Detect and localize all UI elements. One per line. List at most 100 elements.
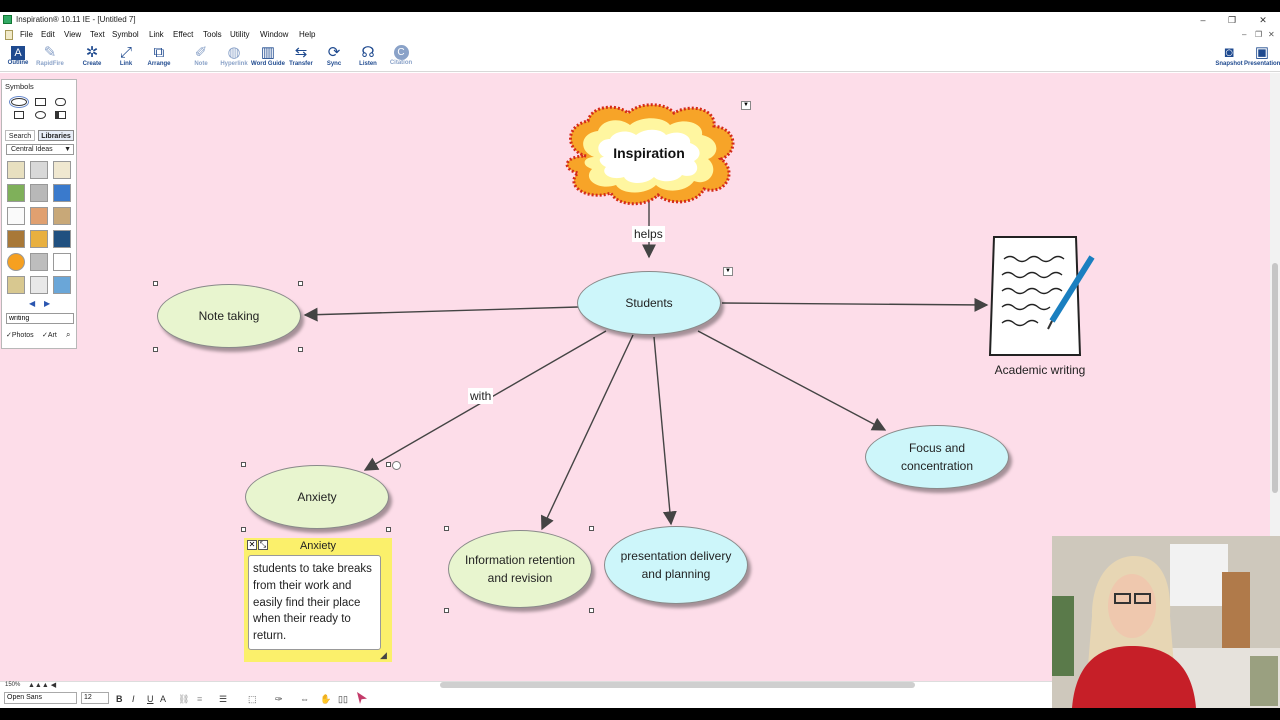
mdi-restore-icon[interactable]: ❐ [1255, 30, 1263, 39]
zoom-controls-icon[interactable]: ▲▲▲ ◀ [28, 682, 57, 689]
minimize-button[interactable]: – [1200, 15, 1206, 25]
selection-handle[interactable] [153, 347, 158, 352]
node-note-taking[interactable]: Note taking [157, 284, 301, 348]
symbol-search-input[interactable] [6, 313, 74, 324]
library-symbol[interactable] [7, 230, 25, 248]
menu-utility[interactable]: Utility [230, 30, 250, 39]
node-focus-concentration[interactable]: Focus and concentration [865, 425, 1009, 489]
ellipse-outline-icon[interactable] [35, 111, 46, 119]
selection-handle[interactable] [444, 526, 449, 531]
menu-view[interactable]: View [64, 30, 82, 39]
selection-handle[interactable] [386, 462, 391, 467]
art-checkbox[interactable]: ✓Art [42, 332, 57, 339]
text-color-icon[interactable]: A [160, 694, 167, 704]
menu-window[interactable]: Window [260, 30, 289, 39]
diagram-canvas[interactable]: Inspiration ▼ helps Students ▼ Note taki… [0, 73, 1270, 681]
selection-handle[interactable] [444, 608, 449, 613]
underline-button[interactable]: U [147, 694, 154, 704]
rectangle-shape-icon[interactable] [35, 98, 46, 106]
link-info-retention[interactable] [541, 334, 634, 531]
selection-handle[interactable] [386, 527, 391, 532]
hyperlink-button[interactable]: ◍ Hyperlink [220, 44, 248, 67]
outline-button[interactable]: A Outline [7, 46, 29, 66]
listen-button[interactable]: ☊ Listen [359, 44, 377, 67]
selection-handle[interactable] [589, 608, 594, 613]
oval-shape-icon[interactable] [9, 96, 29, 108]
menu-symbol[interactable]: Symbol [112, 30, 139, 39]
transfer-button[interactable]: ⇆ Transfer [289, 44, 313, 67]
font-size-select[interactable]: 12 [81, 692, 109, 704]
link-button[interactable]: ⤢ Link [108, 43, 144, 71]
library-symbol[interactable] [7, 184, 25, 202]
resize-grip-icon[interactable]: ◢ [380, 650, 387, 660]
callout-shape-icon[interactable] [55, 111, 66, 119]
node-presentation[interactable]: presentation delivery and planning [604, 526, 748, 604]
line-style-icon[interactable]: ≡ [197, 694, 203, 704]
library-symbol[interactable] [53, 276, 71, 294]
italic-button[interactable]: I [132, 694, 135, 704]
note-button[interactable]: ✐ Note [183, 43, 219, 71]
font-select[interactable]: Open Sans [4, 692, 77, 704]
word-guide-button[interactable]: ▥ Word Guide [251, 44, 285, 67]
presentation-button[interactable]: ▣ Presentation [1244, 44, 1280, 67]
selection-handle[interactable] [241, 527, 246, 532]
link-label-helps[interactable]: helps [632, 226, 665, 242]
expand-note-icon[interactable]: ⤡ [258, 540, 268, 550]
citation-button[interactable]: C Citation [389, 45, 413, 66]
bold-button[interactable]: B [116, 694, 123, 704]
text-shape-icon[interactable] [14, 111, 24, 119]
menu-text[interactable]: Text [90, 30, 105, 39]
library-symbol[interactable] [53, 161, 71, 179]
scrollbar-thumb[interactable] [1272, 263, 1278, 493]
menu-tools[interactable]: Tools [203, 30, 222, 39]
rotate-handle-icon[interactable] [392, 461, 401, 470]
vertical-scrollbar[interactable] [1270, 73, 1280, 681]
node-information-retention[interactable]: Information retention and revision [448, 530, 592, 608]
selection-handle[interactable] [298, 281, 303, 286]
close-button[interactable]: ✕ [1259, 15, 1267, 25]
symbol-style-icon[interactable]: ⬚ [248, 694, 257, 704]
tab-libraries[interactable]: Libraries [38, 130, 74, 141]
selection-handle[interactable] [298, 347, 303, 352]
library-symbol[interactable] [30, 207, 48, 225]
arrange-button[interactable]: ⧉ Arrange [147, 44, 171, 67]
link-style-icon[interactable]: ⛓ [178, 694, 190, 704]
link-academic-writing[interactable] [721, 297, 989, 312]
photos-checkbox[interactable]: ✓Photos [6, 332, 34, 339]
selection-handle[interactable] [153, 281, 158, 286]
rapidfire-button[interactable]: ✎ RapidFire [36, 44, 64, 67]
selection-handle[interactable] [589, 526, 594, 531]
link-label-with[interactable]: with [468, 388, 494, 404]
next-page-icon[interactable]: ▶ [44, 299, 51, 308]
library-symbol[interactable] [30, 276, 48, 294]
menu-effect[interactable]: Effect [173, 30, 194, 39]
library-symbol[interactable] [53, 207, 71, 225]
library-symbol[interactable] [53, 230, 71, 248]
snapshot-button[interactable]: ◙ Snapshot [1215, 44, 1243, 67]
menu-file[interactable]: File [20, 30, 33, 39]
main-idea-cloud[interactable] [556, 101, 742, 211]
library-symbol[interactable] [7, 207, 25, 225]
note-anxiety[interactable]: ✕ ⤡ Anxiety students to take breaks from… [244, 538, 392, 662]
search-icon[interactable]: ⌕ [66, 330, 71, 339]
library-symbol[interactable] [30, 253, 48, 271]
main-idea-dropdown-icon[interactable]: ▼ [741, 101, 751, 110]
close-note-icon[interactable]: ✕ [247, 540, 257, 550]
tab-search[interactable]: Search [5, 130, 35, 141]
mdi-close-icon[interactable]: ✕ [1268, 30, 1275, 39]
create-button[interactable]: ✲ Create [82, 44, 102, 67]
note-body[interactable]: students to take breaks from their work … [248, 555, 381, 650]
effects-icon[interactable]: ✑ [275, 694, 283, 704]
menu-link[interactable]: Link [149, 30, 164, 39]
library-select[interactable]: Central Ideas ▼ [6, 144, 74, 155]
library-symbol[interactable] [30, 230, 48, 248]
students-dropdown-icon[interactable]: ▼ [723, 267, 733, 276]
selection-handle[interactable] [241, 462, 246, 467]
library-symbol[interactable] [53, 253, 71, 271]
node-anxiety[interactable]: Anxiety [245, 465, 389, 529]
library-symbol[interactable] [7, 253, 25, 271]
library-symbol[interactable] [53, 184, 71, 202]
zoom-level[interactable]: 150% [5, 682, 21, 688]
menu-help[interactable]: Help [299, 30, 316, 39]
rounded-rectangle-icon[interactable] [55, 98, 66, 106]
